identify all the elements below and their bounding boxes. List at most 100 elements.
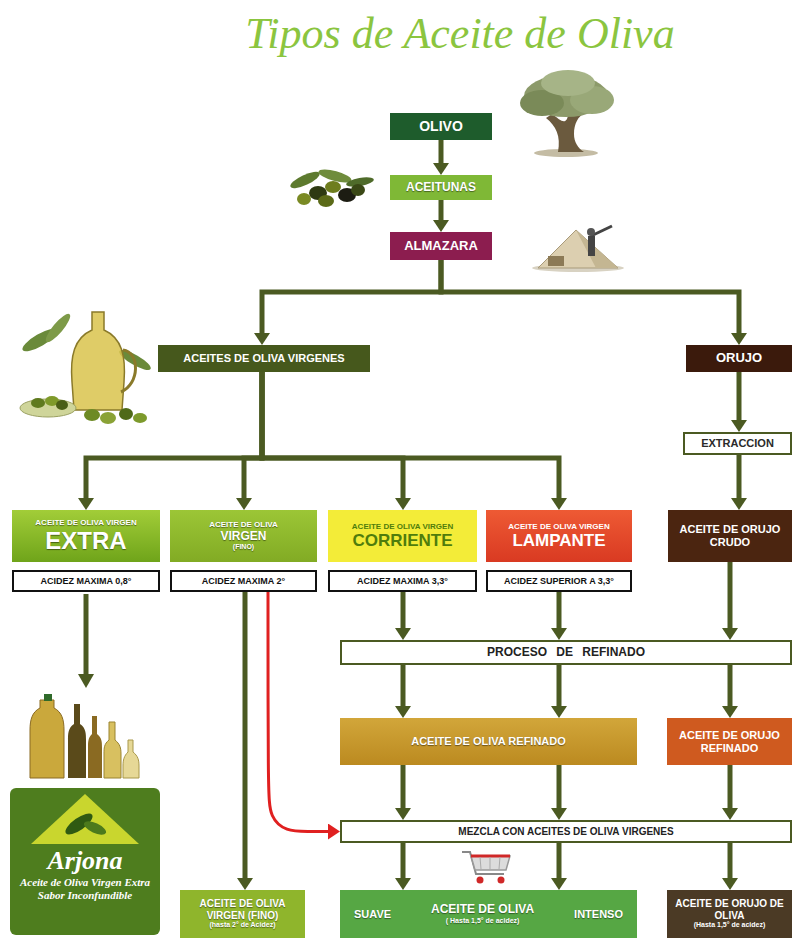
box-label: ACEITE DE OLIVA REFINADO: [411, 735, 566, 748]
shopping-cart-illustration: [471, 856, 510, 870]
olives-illustration: [297, 193, 311, 205]
brand-logo: ArjonaAceite de Oliva Virgen ExtraSabor …: [10, 788, 160, 935]
flow-arrow: [557, 592, 562, 628]
flow-arrow: [737, 455, 742, 498]
oil-jug-illustration: [20, 311, 153, 424]
flow-arrow: [439, 200, 444, 220]
bottles-illustration: [30, 694, 139, 778]
process-box: ACEITE DE OLIVA VIRGENEXTRA: [12, 510, 160, 562]
olive-tree-illustration: [520, 70, 614, 157]
box-sublabel: LAMPANTE: [512, 531, 605, 551]
box-sublabel: ACEITE DE OLIVA: [431, 903, 534, 917]
flow-arrow: [439, 140, 444, 163]
logo-emblem: [31, 794, 139, 844]
flow-arrow: [401, 592, 406, 628]
almazara-illustration: [538, 230, 618, 268]
box-sublabel: (FINO): [233, 543, 254, 551]
oil-jug-illustration: [43, 311, 74, 345]
flow-arrow: [557, 765, 562, 808]
process-bar: PROCESO DE REFINADO: [340, 640, 792, 665]
logo-emblem: [10, 788, 160, 846]
bottles-illustration: [44, 694, 52, 701]
oil-jug-illustration: [56, 400, 68, 410]
box-label: ACEITE DE OLIVA VIRGEN: [508, 522, 609, 531]
bottles-illustration: [88, 716, 102, 778]
flow-arrow: [728, 843, 733, 878]
oil-jug-illustration: [121, 350, 136, 392]
almazara-illustration: [587, 228, 595, 236]
box-sublabel: (Hasta 1,5° de acidez): [694, 921, 766, 929]
flow-arrow: [737, 372, 742, 420]
box-label: ACEITE DE OLIVA: [209, 520, 278, 529]
diagram-title: Tipos de Aceite de Oliva: [160, 8, 760, 61]
box-sublabel: VIRGEN: [220, 530, 266, 544]
acidity-box: ACIDEZ MAXIMA 3,3°: [328, 570, 477, 592]
flow-arrow: [86, 372, 262, 498]
box-label: ACEITES DE OLIVA VIRGENES: [183, 352, 344, 365]
box-label: ACEITE DE OLIVA VIRGEN: [35, 518, 136, 527]
olives-illustration: [325, 181, 341, 193]
flow-arrow: [401, 665, 406, 706]
box-sublabel: CORRIENTE: [352, 531, 452, 551]
flow-arrow: [728, 562, 733, 628]
process-box: ORUJO: [686, 345, 792, 372]
flow-arrow: [244, 372, 262, 498]
product-box: ACEITE DE ORUJO DE OLIVA(Hasta 1,5° de a…: [667, 890, 792, 938]
process-box: ACEITE DE OLIVAVIRGEN(FINO): [170, 510, 317, 562]
process-box: ACEITE DE OLIVA VIRGENLAMPANTE: [486, 510, 632, 562]
logo-emblem: [82, 818, 108, 837]
oil-jug-illustration: [72, 312, 125, 410]
flow-arrow: [262, 260, 441, 333]
box-sublabel: INTENSO: [574, 908, 623, 921]
connectors: [86, 140, 739, 878]
shopping-cart-illustration: [490, 857, 491, 869]
process-box: ACEITE DE OLIVA VIRGENCORRIENTE: [328, 510, 477, 562]
shopping-cart-illustration: [499, 857, 500, 869]
bottles-illustration: [30, 700, 64, 778]
olives-illustration: [318, 195, 334, 207]
oil-jug-illustration: [31, 398, 45, 408]
almazara-illustration: [576, 230, 618, 268]
oil-jug-illustration: [133, 413, 147, 423]
acidity-box: ACIDEZ MAXIMA 2°: [170, 570, 317, 592]
process-box: ALMAZARA: [390, 232, 492, 260]
process-box: ACEITE DE OLIVA REFINADO: [340, 718, 637, 765]
blend-arrow: [268, 592, 328, 832]
leader-arrow: [78, 674, 94, 688]
box-sublabel: (hasta 2° de Acidez): [210, 921, 276, 929]
flow-arrow: [728, 665, 733, 706]
process-box: ACEITE DE ORUJO REFINADO: [667, 718, 792, 765]
leader-arrow: [78, 594, 94, 688]
acidity-box: ACIDEZ SUPERIOR A 3,3°: [486, 570, 632, 592]
almazara-illustration: [548, 256, 564, 266]
process-box: ACEITUNAS: [390, 175, 492, 200]
box-label: ACEITE DE OLIVA VIRGEN (FINO): [184, 898, 301, 921]
leader-arrow: [84, 594, 89, 674]
shopping-cart-illustration: [480, 857, 481, 869]
box-label: ACIDEZ MAXIMA 2°: [202, 576, 285, 586]
process-box: ACEITES DE OLIVA VIRGENES: [158, 345, 370, 372]
product-box: SUAVEACEITE DE OLIVA( Hasta 1,5° de acid…: [340, 890, 637, 938]
flow-arrow: [401, 765, 406, 808]
box-label: EXTRACCION: [701, 437, 774, 450]
box-label: ORUJO: [716, 351, 762, 366]
flow-arrow: [262, 372, 403, 498]
box-label: ACIDEZ MAXIMA 3,3°: [357, 576, 448, 586]
process-box: ACEITE DE ORUJO CRUDO: [668, 510, 792, 562]
almazara-illustration: [532, 226, 624, 272]
box-sublabel: ( Hasta 1,5° de acidez): [446, 917, 520, 925]
shopping-cart-illustration: [498, 877, 505, 884]
box-label: ACEITE DE ORUJO REFINADO: [671, 729, 788, 754]
bottles-illustration: [104, 722, 121, 778]
flow-arrow: [728, 765, 733, 808]
process-bar: MEZCLA CON ACEITES DE OLIVA VIRGENES: [340, 820, 792, 843]
box-label: MEZCLA CON ACEITES DE OLIVA VIRGENES: [458, 826, 673, 838]
box-sublabel: Sabor Inconfundible: [38, 889, 132, 902]
bottles-illustration: [68, 704, 86, 778]
box-label: ACEITE DE ORUJO CRUDO: [672, 523, 788, 548]
oil-jug-illustration: [84, 409, 100, 421]
flow-arrow: [557, 843, 562, 878]
acidity-box: ACIDEZ MAXIMA 0,8°: [12, 570, 160, 592]
